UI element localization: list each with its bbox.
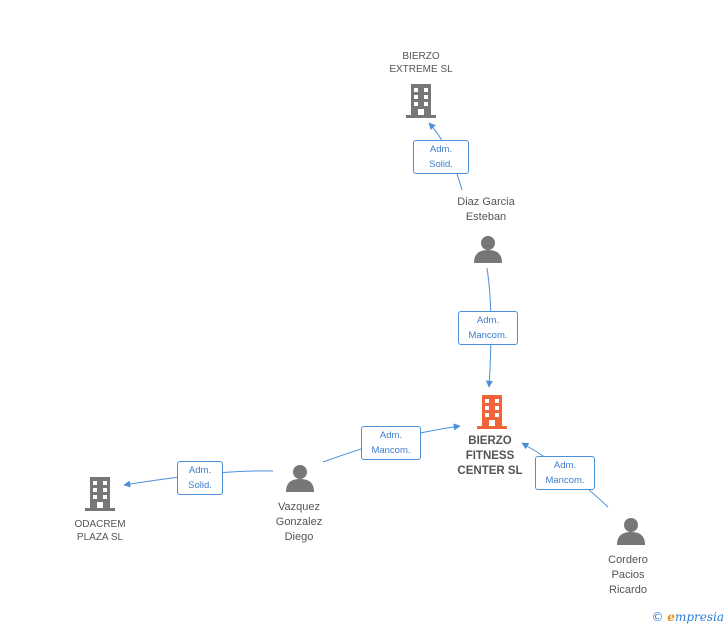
person-icon-vazquez[interactable] (286, 465, 314, 492)
edge-label-line: Adm. (476, 315, 500, 326)
edge-label-line: Adm. (553, 460, 577, 471)
building-icon-bierzo-fitness[interactable] (477, 395, 507, 429)
node-label-diaz-garcia[interactable]: Diaz Garcia Esteban (457, 195, 514, 225)
edge-label-line: Adm. (379, 430, 403, 441)
node-label-line: Esteban (465, 211, 507, 223)
edge-label-line: Mancom. (371, 445, 411, 456)
edge-label-line: Adm. (188, 465, 212, 476)
brand-logo-text: mpresia (674, 610, 724, 624)
node-label-line: PLAZA SL (76, 532, 124, 543)
node-label-line: Cordero (608, 554, 648, 566)
building-icon-odacrem[interactable] (85, 477, 115, 511)
edge-label-diaz-to-fitness[interactable]: Adm. Mancom. (458, 311, 518, 345)
building-icon-bierzo-extreme[interactable] (406, 84, 436, 118)
node-label-line: Vazquez (277, 501, 320, 513)
edge-label-line: Solid. (188, 480, 212, 491)
edge-label-cordero-to-fitness[interactable]: Adm. Mancom. (535, 456, 595, 490)
edge-label-diaz-to-extreme[interactable]: Adm. Solid. (413, 140, 469, 174)
node-label-bierzo-fitness[interactable]: BIERZO FITNESS CENTER SL (457, 434, 522, 479)
edge-label-line: Solid. (429, 159, 453, 170)
empresia-watermark[interactable]: © empresia (651, 610, 724, 624)
edge-label-line: Adm. (429, 144, 453, 155)
node-label-line: BIERZO (402, 51, 440, 62)
edge-label-line: Mancom. (545, 475, 585, 486)
edge-label-vazquez-to-fitness[interactable]: Adm. Mancom. (361, 426, 421, 460)
node-label-vazquez[interactable]: Vazquez Gonzalez Diego (276, 500, 322, 545)
brand-logo-initial: e (667, 610, 675, 624)
node-label-line: Pacios (611, 569, 645, 581)
node-label-line: CENTER SL (457, 465, 523, 477)
edge-label-line: Mancom. (468, 330, 508, 341)
edge-label-vazquez-to-odacrem[interactable]: Adm. Solid. (177, 461, 223, 495)
node-label-line: EXTREME SL (389, 64, 453, 75)
person-icon-diaz-garcia[interactable] (474, 236, 502, 263)
node-label-odacrem[interactable]: ODACREM PLAZA SL (74, 518, 125, 544)
node-label-line: ODACREM (74, 519, 126, 530)
copyright-icon: © (651, 610, 664, 624)
node-label-line: Gonzalez (275, 516, 323, 528)
person-icon-cordero[interactable] (617, 518, 645, 545)
node-label-cordero[interactable]: Cordero Pacios Ricardo (608, 553, 648, 598)
node-label-line: Diaz Garcia (457, 196, 515, 208)
node-label-line: FITNESS (465, 450, 515, 462)
node-label-line: Ricardo (609, 584, 647, 596)
node-label-bierzo-extreme[interactable]: BIERZO EXTREME SL (389, 50, 452, 76)
node-label-line: Diego (284, 531, 314, 543)
node-label-line: BIERZO (468, 435, 512, 447)
